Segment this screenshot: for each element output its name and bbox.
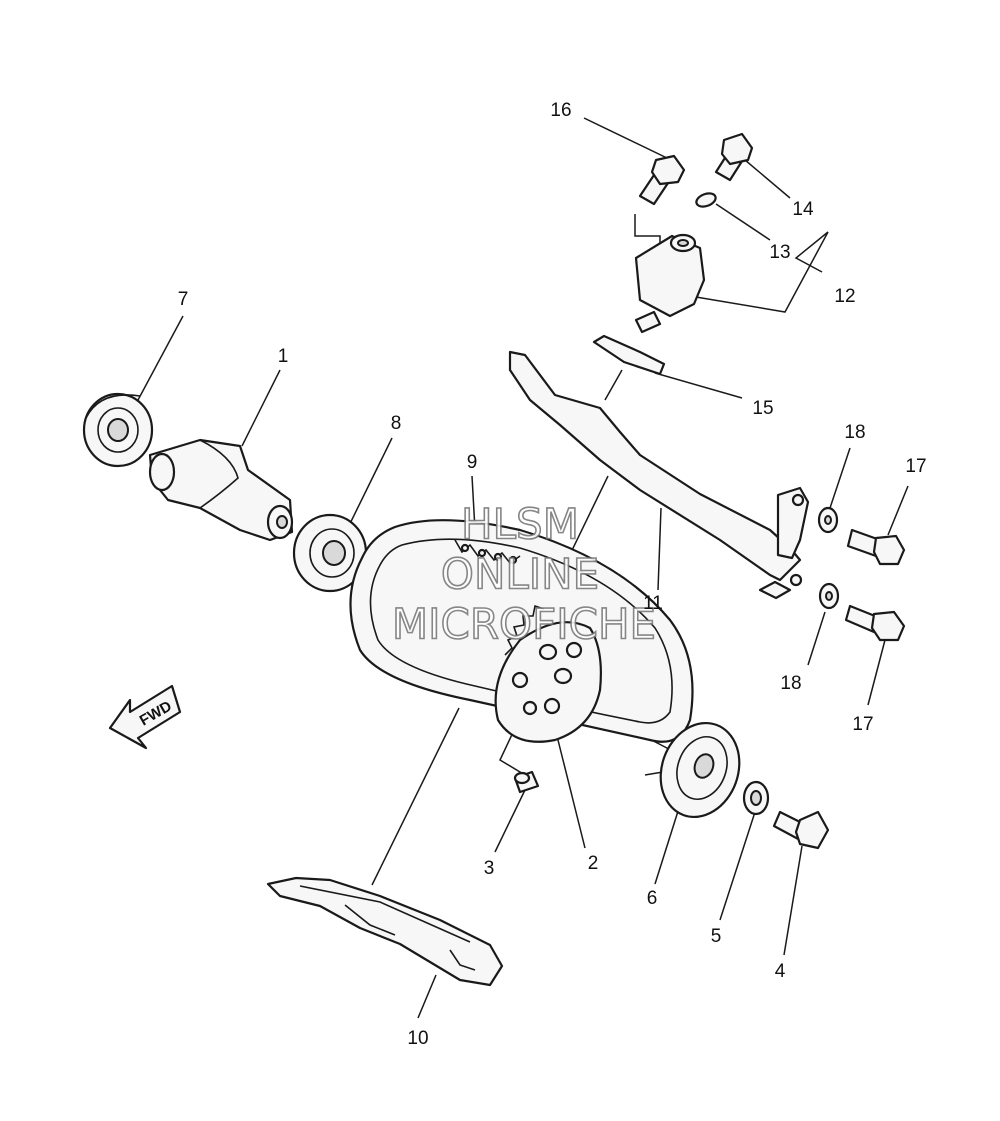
watermark-line3: MICROFICHE: [392, 600, 656, 649]
camshaft-part-1: [148, 438, 294, 542]
callout-6: 6: [647, 888, 658, 909]
gasket-part-13: [695, 192, 717, 208]
callout-9: 9: [467, 452, 478, 473]
gasket-part-15: [592, 334, 666, 376]
callout-13: 13: [769, 242, 790, 263]
callout-5: 5: [711, 926, 722, 947]
watermark-line1: HLSM: [461, 500, 579, 549]
tensioner-body-part-12: [634, 233, 706, 334]
bolt-part-17-lower: [844, 604, 906, 642]
callout-1: 1: [278, 346, 289, 367]
watermark-line2: ONLINE: [441, 550, 599, 599]
dowel-pin-part-3: [513, 770, 540, 794]
callout-3: 3: [484, 858, 495, 879]
callout-2: 2: [588, 853, 599, 874]
callout-numbers: 7 1 8 9 11 3 2 6 5 4 10 16 14 13 12 15 1…: [178, 100, 927, 1049]
bolt-part-4: [772, 810, 830, 850]
callout-10: 10: [407, 1028, 428, 1049]
callout-4: 4: [775, 961, 786, 982]
bolt-part-16: [638, 154, 686, 206]
washer-part-18-upper: [817, 506, 839, 534]
tensioner-guide-part-11: [508, 350, 810, 600]
watermark: HLSM ONLINE MICROFICHE: [391, 499, 657, 650]
callout-17-lower: 17: [852, 714, 873, 735]
pin-part-9: [454, 539, 521, 565]
decompressor-plate-part-6: [659, 721, 741, 819]
callout-18-lower: 18: [780, 673, 801, 694]
callout-12: 12: [834, 286, 855, 307]
bearing-left-part-7: [82, 392, 154, 468]
callout-17-upper: 17: [905, 456, 926, 477]
callout-11: 11: [643, 593, 663, 614]
washer-part-18-lower: [818, 582, 840, 610]
cam-sprocket-part-2: [494, 604, 602, 743]
callout-15: 15: [752, 398, 773, 419]
callout-8: 8: [391, 413, 402, 434]
callout-7: 7: [178, 289, 189, 310]
fwd-arrow-icon: FWD: [108, 684, 182, 750]
timing-chain-loop: [349, 519, 694, 743]
bolt-part-14: [714, 132, 754, 182]
callout-14: 14: [792, 199, 814, 220]
callout-18-upper: 18: [844, 422, 865, 443]
washer-part-5: [742, 780, 770, 816]
callout-16: 16: [550, 100, 571, 121]
chain-guide-part-10: [266, 876, 504, 987]
bolt-part-17-upper: [846, 528, 906, 566]
